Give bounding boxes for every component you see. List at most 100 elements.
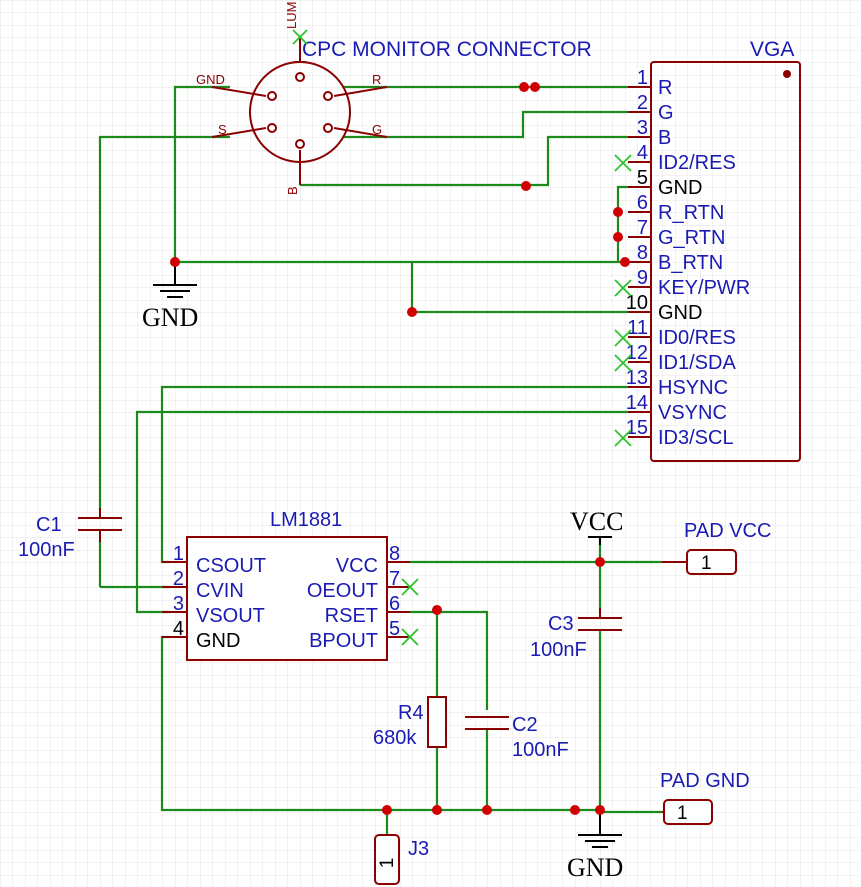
din-pin-gnd-label: GND: [196, 72, 225, 87]
junction-dot: [432, 805, 442, 815]
lm1881-pin-label: GND: [196, 630, 240, 652]
pad-vcc-ref: PAD VCC: [684, 520, 771, 542]
gnd-label-top: GND: [142, 303, 198, 332]
junction-dot: [432, 605, 442, 615]
vga-pin-label: G_RTN: [658, 227, 725, 249]
gnd-label-bottom: GND: [567, 853, 623, 882]
din-pin-b-label: B: [285, 186, 300, 195]
vga-pin-13: 13 HSYNC: [626, 367, 728, 399]
lm1881-pin-number: 8: [389, 543, 400, 565]
no-connect-vga-12: [614, 354, 632, 372]
capacitor-c3: C3 100nF: [530, 608, 622, 661]
lm1881-pin-label: RSET: [325, 605, 378, 627]
resistor-r4: R4 680k: [373, 696, 447, 749]
lm1881-pin-number: 3: [173, 593, 184, 615]
lm1881-pin-number: 4: [173, 618, 184, 640]
din-pin-g-label: G: [372, 122, 382, 137]
vga-pin-11: 11 ID0/RES: [627, 317, 736, 349]
vga-pin-label: VSYNC: [658, 402, 727, 424]
vcc-symbol: VCC: [570, 507, 623, 545]
vga-pin-number: 13: [626, 367, 648, 389]
lm1881-pin-number: 5: [389, 618, 400, 640]
junction-dots: [170, 82, 630, 815]
vga-pin-12: 12 ID1/SDA: [626, 342, 737, 374]
vga-pin-label: ID2/RES: [658, 152, 736, 174]
vga-pin-number: 9: [637, 267, 648, 289]
pad-gnd-ref: PAD GND: [660, 770, 750, 792]
vga-pin-number: 11: [627, 317, 648, 339]
junction-dot: [407, 307, 417, 317]
pad-gnd-pin: 1: [677, 803, 688, 824]
j3-ref: J3: [408, 838, 429, 860]
vga-pin-label: HSYNC: [658, 377, 728, 399]
junction-dot: [519, 82, 529, 92]
vga-pin-label: ID1/SDA: [658, 352, 736, 374]
lm1881-pin-number: 6: [389, 593, 400, 615]
no-connect-vga-9: [614, 279, 632, 297]
c2-value: 100nF: [512, 739, 569, 761]
connector-j3: 1 J3: [374, 834, 429, 885]
no-connect-bpout: [401, 628, 419, 646]
vga-pin-number: 4: [637, 142, 648, 164]
j3-pin: 1: [377, 858, 398, 869]
no-connect-vga-11: [614, 329, 632, 347]
junction-dot: [595, 557, 605, 567]
din-pin-r-label: R: [372, 72, 381, 87]
vga-pin-8: 8 B_RTN: [628, 242, 723, 274]
junction-dot: [382, 805, 392, 815]
vga-pin-number: 14: [626, 392, 648, 414]
lm1881-pin-label: CSOUT: [196, 555, 266, 577]
vga-pin-number: 5: [637, 167, 648, 189]
vga-pin-label: B: [658, 127, 671, 149]
vga-pin-label: ID3/SCL: [658, 427, 734, 449]
junction-dot: [620, 257, 630, 267]
junction-dot: [482, 805, 492, 815]
r4-value: 680k: [373, 727, 417, 749]
vga-pin-label: G: [658, 102, 674, 124]
capacitor-c2: C2 100nF: [465, 714, 569, 761]
lm1881-pin-label: VSOUT: [196, 605, 265, 627]
c1-value: 100nF: [18, 539, 75, 561]
capacitor-c1: C1 100nF: [18, 508, 122, 561]
vga-pin-label: ID0/RES: [658, 327, 736, 349]
gnd-symbol-bottom: GND: [567, 812, 623, 882]
lm1881-pin-label: BPOUT: [309, 630, 378, 652]
vga-pin-number: 1: [637, 67, 648, 89]
cpc-monitor-connector: LUM GND R S G B CPC MONITOR CONNECTOR: [196, 2, 592, 195]
vga-pin-label: GND: [658, 302, 702, 324]
lm1881-pin-number: 7: [389, 568, 400, 590]
vga-pin-number: 8: [637, 242, 648, 264]
junction-dot: [570, 805, 580, 815]
no-connect-vga-15: [614, 429, 632, 447]
junction-dot: [595, 805, 605, 815]
junction-dot: [613, 207, 623, 217]
pad-gnd: 1 PAD GND: [660, 770, 750, 825]
vga-pin-14: 14 VSYNC: [626, 392, 727, 424]
vga-pin-number: 12: [626, 342, 648, 364]
vga-pin-number: 6: [637, 192, 648, 214]
no-connect-oeout: [401, 578, 419, 596]
pad-vcc: 1 PAD VCC: [662, 520, 771, 575]
lm1881-name: LM1881: [270, 509, 342, 531]
vga-pin-label: B_RTN: [658, 252, 723, 274]
vga-pin-label: R: [658, 77, 672, 99]
c3-ref: C3: [548, 613, 574, 635]
vga-pin-4: 4 ID2/RES: [628, 142, 736, 174]
connector-title: CPC MONITOR CONNECTOR: [302, 38, 592, 61]
junction-dot: [613, 232, 623, 242]
